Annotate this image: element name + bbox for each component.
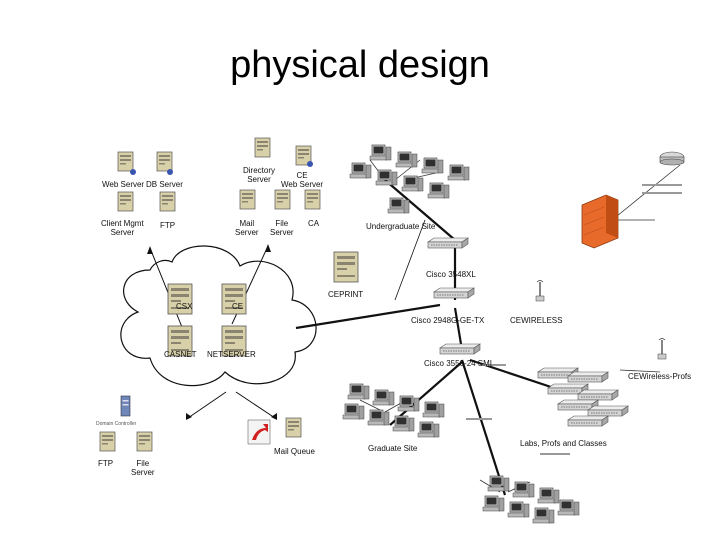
mail-queue-server-icon (285, 417, 302, 438)
domain-controller-label: Domain Controller (96, 421, 137, 427)
ca-label: CA (308, 219, 320, 228)
router-icon (659, 151, 685, 166)
labs-profs-classes-label: Labs, Profs and Classes (520, 439, 607, 448)
ca-server-icon (304, 189, 321, 210)
directory-server-icon (254, 137, 271, 158)
directory-server-label: Directory Server (243, 166, 276, 184)
cisco-3548xl-switch-icon (433, 287, 475, 299)
ftp-label: FTP (160, 221, 176, 230)
file-server-2-label: File Server (131, 459, 155, 477)
cisco-3548xl-label: Cisco 3548XL (426, 270, 476, 279)
cewireless-label: CEWIRELESS (510, 316, 563, 325)
ce-label: CE (232, 302, 244, 311)
netserver-label: NETSERVER (207, 350, 256, 359)
wireless-antenna-profs-icon (657, 337, 667, 360)
firewall-icon (581, 194, 619, 249)
db-server-label: DB Server (146, 180, 183, 189)
mail-server-label: Mail Server (235, 219, 259, 237)
web-server-label: Web Server (102, 180, 145, 189)
cisco-3550-switch-icon (439, 343, 481, 355)
ip-address-marks (466, 184, 682, 455)
slide-title: physical design (230, 44, 490, 86)
cisco-2948g-label: Cisco 2948G-GE-TX (411, 316, 485, 325)
mail-queue-app-icon (247, 419, 271, 445)
undergraduate-pcs (349, 144, 470, 214)
web-server-icon (117, 151, 134, 172)
undergraduate-switch-icon (427, 237, 469, 249)
arrowheads (147, 244, 277, 420)
file-server-label: File Server (270, 219, 294, 237)
mail-server-icon (239, 189, 256, 210)
cisco-3550-label: Cisco 3550-24 SMI (424, 359, 493, 368)
csx-label: CSX (176, 302, 193, 311)
ceprint-server-icon (333, 251, 359, 283)
ftp-server-icon (159, 191, 176, 212)
undergraduate-site-label: Undergraduate Site (366, 222, 436, 231)
db-server-icon (156, 151, 173, 172)
domain-controller-icon (120, 395, 131, 417)
labs-switch-stack (537, 367, 629, 427)
network-cloud (120, 245, 317, 387)
file-server-icon (274, 189, 291, 210)
ftp-2-label: FTP (98, 459, 114, 468)
client-mgmt-server-icon (117, 191, 134, 212)
bottom-pcs (482, 475, 580, 524)
cewireless-profs-label: CEWireless-Profs (628, 372, 692, 381)
mail-queue-label: Mail Queue (274, 447, 315, 456)
casnet-label: CASNET (164, 350, 197, 359)
ceprint-label: CEPRINT (328, 290, 364, 299)
ftp-server-2-icon (99, 431, 116, 452)
file-server-2-icon (136, 431, 153, 452)
client-mgmt-server-label: Client Mgmt Server (101, 219, 144, 237)
ce-web-server-label: CE Web Server (281, 171, 324, 189)
graduate-site-label: Graduate Site (368, 444, 418, 453)
wireless-antenna-icon (535, 279, 545, 302)
